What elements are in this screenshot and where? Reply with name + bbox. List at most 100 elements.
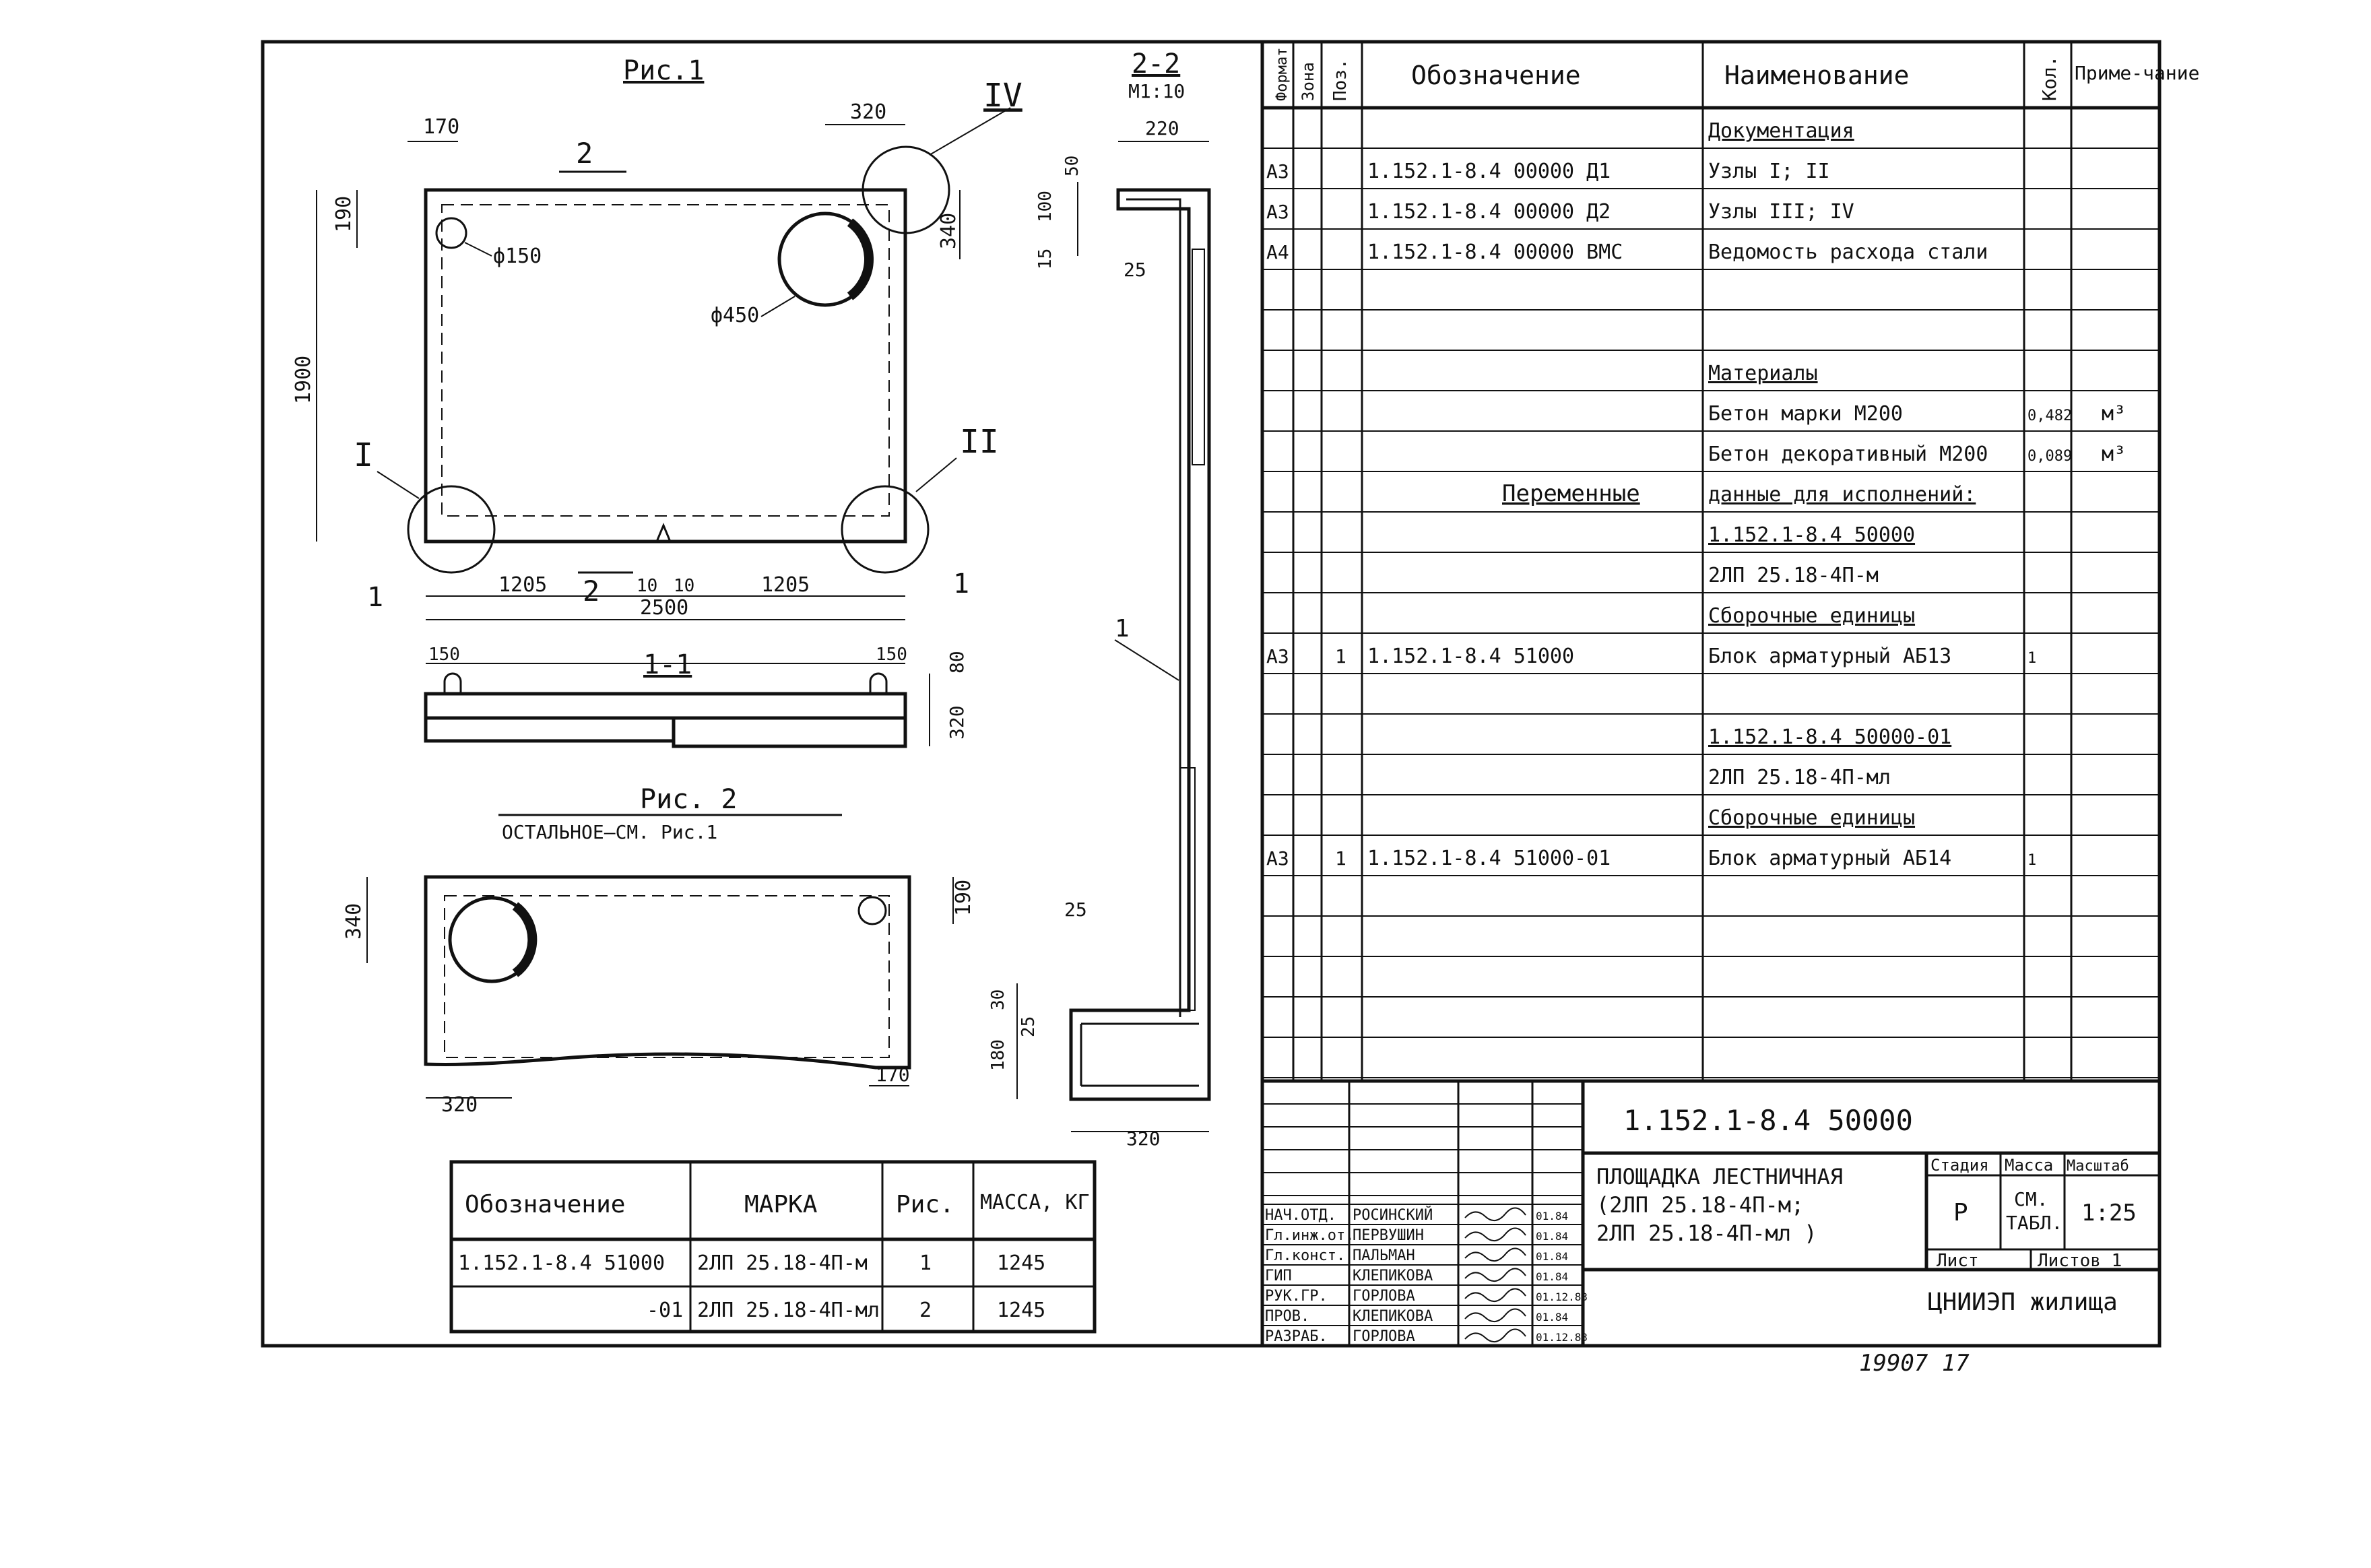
diam-150: ф150 (493, 244, 542, 268)
fig1-hole-small (435, 217, 467, 249)
tb-signature (1464, 1288, 1526, 1302)
tb-sheet-label: Лист (1937, 1251, 1979, 1271)
spec-cell-pos: 1 (1335, 847, 1346, 870)
fig2-hole-large-shade (512, 902, 538, 977)
tb-role: ГИП (1265, 1268, 1292, 1284)
dim-10-right: 10 (674, 576, 694, 596)
mark-header-designation: Обозначение (465, 1191, 625, 1218)
spec-cell-name: 1.152.1-8.4 50000 (1708, 523, 1915, 547)
tb-person-name: ГОРЛОВА (1353, 1288, 1415, 1305)
tb-signature (1464, 1308, 1526, 1322)
spec-cell-pos: 1 (1335, 645, 1346, 667)
dim-190: 190 (332, 196, 356, 232)
tb-mass-line2: ТАБЛ. (2006, 1212, 2063, 1234)
section-22-leader-pos (1114, 639, 1179, 681)
node-circle-IV (862, 145, 950, 234)
diam-450: ф450 (711, 304, 759, 327)
dim-170: 170 (423, 115, 459, 139)
sheet-frame (261, 40, 2162, 1348)
tb-stage-label: Стадия (1930, 1156, 1989, 1175)
spec-cell-format: А3 (1266, 201, 1289, 223)
archive-number: 19907 17 (1859, 1350, 1970, 1377)
tb-signature (1464, 1328, 1526, 1342)
section-22-scale: М1:10 (1128, 80, 1185, 102)
spec-cell-designation: 1.152.1-8.4 00000 ВМС (1367, 240, 1623, 264)
spec-cell-designation: 1.152.1-8.4 00000 Д2 (1367, 200, 1611, 224)
spec-cell-designation: 1.152.1-8.4 51000 (1367, 645, 1574, 668)
dim-s22-25-low: 25 (1018, 1016, 1039, 1037)
mark-table (449, 1160, 1097, 1334)
dim-2500: 2500 (640, 596, 688, 620)
spec-cell-designation: 1.152.1-8.4 00000 Д1 (1367, 160, 1611, 183)
tb-person-name: КЛЕПИКОВА (1353, 1268, 1433, 1284)
tb-date: 01.84 (1536, 1311, 1568, 1324)
title-block (1262, 1079, 2159, 1346)
dim-150-left: 150 (428, 645, 460, 665)
fig1-leader-diam-large (760, 296, 795, 317)
mark-table-frame (449, 1160, 1097, 1334)
spec-cell-name: 1.152.1-8.4 50000-01 (1708, 725, 1951, 749)
mark-r1-designation: 1.152.1-8.4 51000 (458, 1251, 665, 1275)
section-22-rebar-strip (1179, 767, 1196, 1011)
dim-320-top: 320 (850, 100, 886, 124)
spec-cell-name: Узлы III; IV (1708, 200, 1854, 224)
spec-cell-name: Документация (1708, 119, 1854, 143)
tb-mass-line1: СМ. (2014, 1188, 2048, 1210)
mark-header-mass: МАССА, КГ (980, 1191, 1090, 1214)
tb-signature (1464, 1247, 1526, 1262)
dim-s22-25-top: 25 (1124, 259, 1146, 281)
tb-person-name: ПЕРВУШИН (1353, 1227, 1424, 1244)
tb-mass-label: Масса (2005, 1156, 2053, 1175)
spec-cell-qty: 0,089 (2027, 448, 2072, 465)
fig1-plan: Рис.1 (316, 55, 1011, 620)
tb-role: РУК.ГР. (1265, 1288, 1328, 1305)
section-2-2: 2-2 М1:10 (1016, 48, 1211, 1132)
spec-cell-name: 2ЛП 25.18-4П-мл (1708, 766, 1891, 789)
tb-role: НАЧ.ОТД. (1265, 1207, 1336, 1224)
tb-signature (1464, 1207, 1526, 1221)
fig1-hole-large-shade (847, 218, 874, 300)
dim-s22-25-mid: 25 (1064, 899, 1087, 921)
tb-name-line1: ПЛОЩАДКА ЛЕСТНИЧНАЯ (1596, 1164, 1843, 1189)
tb-date: 01.84 (1536, 1270, 1568, 1283)
section-11-body (424, 718, 907, 748)
spec-cell-note: м³ (2102, 402, 2126, 426)
spec-header-name: Наименование (1724, 61, 1910, 90)
fig1-leader-node-II (915, 457, 957, 492)
section-22-title: 2-2 (1132, 48, 1180, 79)
spec-cell-qty: 1 (2027, 852, 2036, 869)
spec-cell-format: А3 (1266, 160, 1289, 183)
spec-cell-name: Сборочные единицы (1708, 806, 1915, 830)
dim-s22-180: 180 (988, 1039, 1008, 1071)
tb-person-name: РОСИНСКИЙ (1353, 1206, 1433, 1224)
fig1-leader-diam-small (464, 242, 492, 257)
dim-fig2-170: 170 (876, 1064, 910, 1086)
dim-340: 340 (937, 213, 961, 249)
dim-10-left: 10 (637, 576, 657, 596)
spec-cell-name: Материалы (1708, 362, 1818, 385)
fig2-reinforcement-outline (444, 895, 890, 1058)
spec-cell-name: Узлы I; II (1708, 160, 1830, 183)
mark-r2-fig: 2 (919, 1299, 932, 1322)
spec-cell-qty: 0,482 (2027, 407, 2072, 424)
spec-cell-name: 2ЛП 25.18-4П-м (1708, 564, 1879, 587)
cut-label-1-left: 1 (367, 582, 383, 613)
tb-signature (1464, 1227, 1526, 1241)
section-22-profile (1069, 188, 1211, 1101)
tb-name-line3: 2ЛП 25.18-4П-мл ) (1596, 1220, 1817, 1246)
spec-cell-name: Бетон декоративный М200 (1708, 443, 1988, 466)
tb-date: 01.84 (1536, 1210, 1568, 1222)
cut-label-2-bottom: 2 (583, 575, 599, 608)
tb-role: Гл.конст. (1265, 1247, 1345, 1264)
fig2-hole-small (857, 896, 887, 925)
spec-header-zone: Зона (1299, 62, 1318, 101)
fig1-leader-node-IV (929, 107, 1011, 156)
node-circle-II (841, 485, 930, 574)
dim-320-section: 320 (946, 705, 968, 740)
tb-name-line2: (2ЛП 25.18-4П-м; (1596, 1192, 1804, 1218)
tb-scale-value: 1:25 (2081, 1200, 2137, 1227)
fig2-title: Рис. 2 (640, 784, 738, 815)
tb-signature (1464, 1268, 1526, 1282)
